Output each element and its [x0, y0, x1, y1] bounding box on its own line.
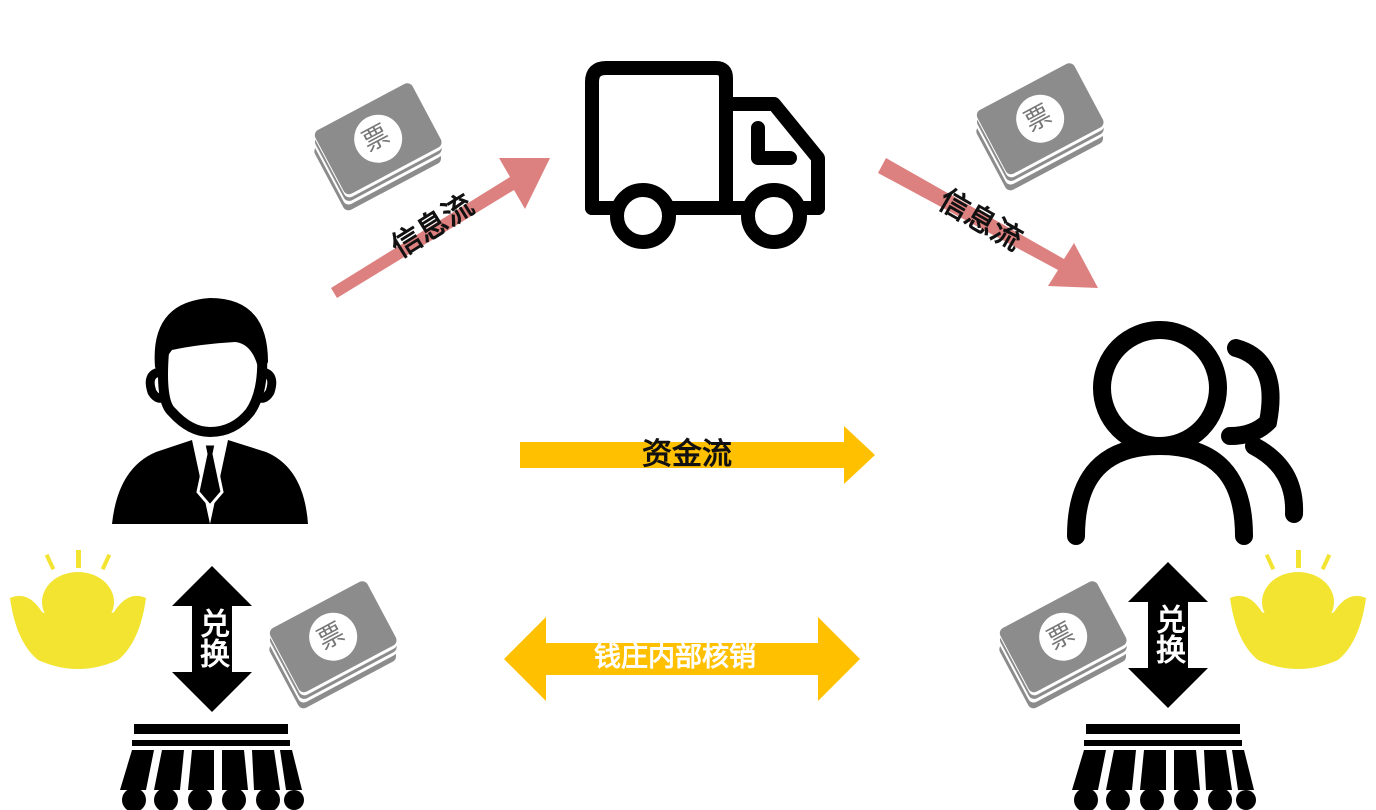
- bill-stack-icon: 票: [255, 560, 405, 710]
- fund-flow-arrow: [518, 424, 878, 486]
- gold-ingot-icon: [1228, 550, 1368, 680]
- bill-stack-icon: 票: [985, 560, 1135, 710]
- exchange-label-right: 兑换: [1150, 604, 1185, 664]
- exchange-label-left: 兑换: [194, 608, 229, 668]
- internal-writeoff-arrow: [502, 615, 862, 703]
- fund-flow-label: 资金流: [642, 437, 732, 472]
- bill-stack-icon: 票: [962, 42, 1112, 192]
- exchange-arrow-right: [1126, 560, 1210, 710]
- user-group-icon: [1058, 318, 1308, 548]
- businessman-icon: [110, 292, 310, 527]
- gold-ingot-icon: [8, 550, 148, 680]
- truck-icon: [578, 58, 838, 258]
- bill-stack-icon: 票: [300, 62, 450, 212]
- exchange-arrow-left: [170, 564, 254, 714]
- bank-shop-awning-icon: [1070, 722, 1256, 810]
- info-flow-arrow-left: [318, 150, 563, 300]
- bank-shop-awning-icon: [118, 722, 304, 810]
- info-flow-arrow-right: [870, 148, 1105, 303]
- internal-writeoff-label: 钱庄内部核销: [594, 642, 756, 673]
